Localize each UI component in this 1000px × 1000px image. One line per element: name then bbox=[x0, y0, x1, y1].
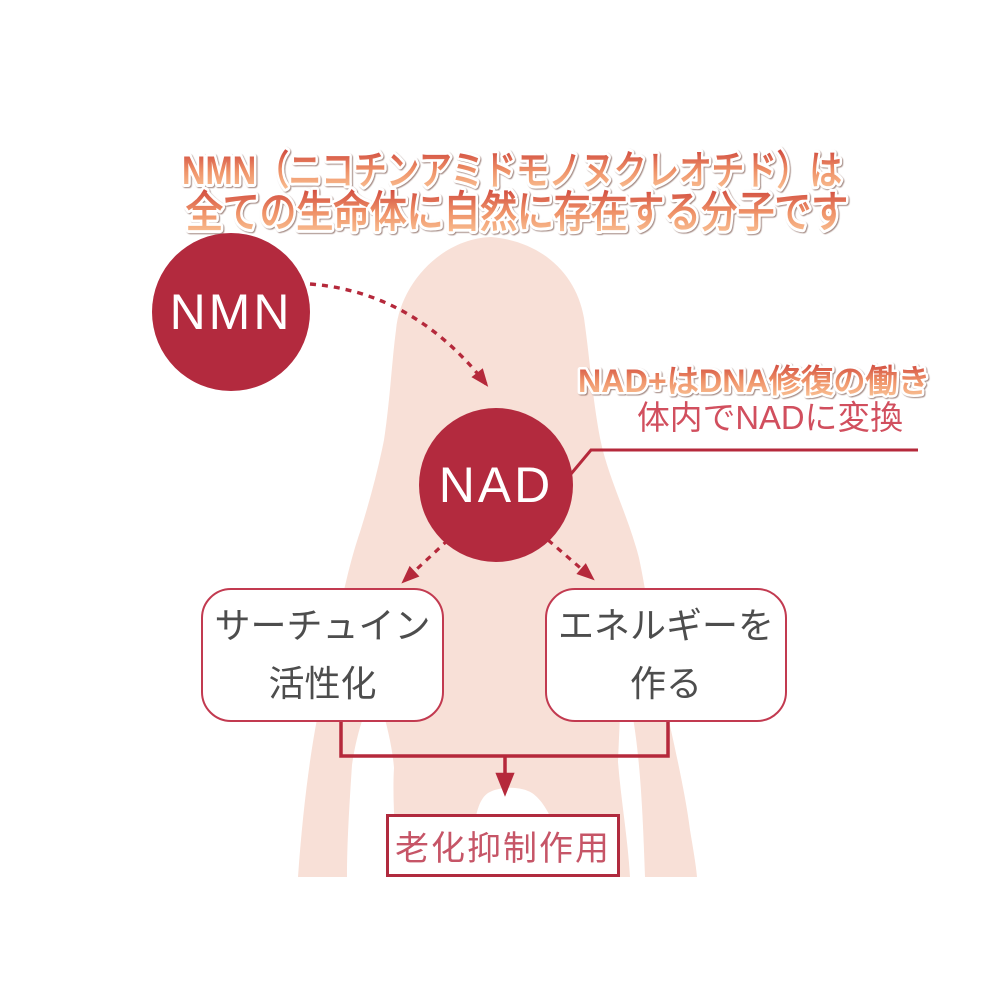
nad-to-sirtuin-arrow bbox=[401, 538, 450, 584]
sirtuin-activation-box: サーチュイン 活性化 bbox=[201, 588, 444, 722]
nmn-node-label: NMN bbox=[169, 284, 293, 340]
result-box-label: 老化抑制作用 bbox=[395, 830, 611, 868]
page-title-line-1: NMN（ニコチンアミドモノヌクレオチド）は bbox=[182, 149, 842, 193]
anti-aging-result-box: 老化抑制作用 bbox=[386, 814, 620, 877]
nad-node-label: NAD bbox=[438, 457, 554, 513]
energy-box-line-2: 作る bbox=[629, 663, 702, 704]
energy-production-box: エネルギーを 作る bbox=[545, 588, 787, 722]
nmn-node: NMN bbox=[152, 233, 310, 391]
nmn-to-nad-arrow bbox=[309, 282, 489, 387]
sirtuin-box-line-1: サーチュイン bbox=[214, 605, 431, 647]
sirtuin-box-line-2: 活性化 bbox=[268, 663, 377, 704]
nad-note-line-1: NAD+はDNA修復の働き bbox=[578, 363, 930, 399]
nad-to-energy-arrow bbox=[546, 538, 595, 581]
energy-box-line-1: エネルギーを bbox=[557, 605, 774, 647]
nad-note-line-2: 体内でNADに変換 bbox=[637, 399, 903, 436]
nad-node: NAD bbox=[419, 408, 573, 562]
page-title-line-2: 全ての生命体に自然に存在する分子です bbox=[185, 188, 848, 237]
